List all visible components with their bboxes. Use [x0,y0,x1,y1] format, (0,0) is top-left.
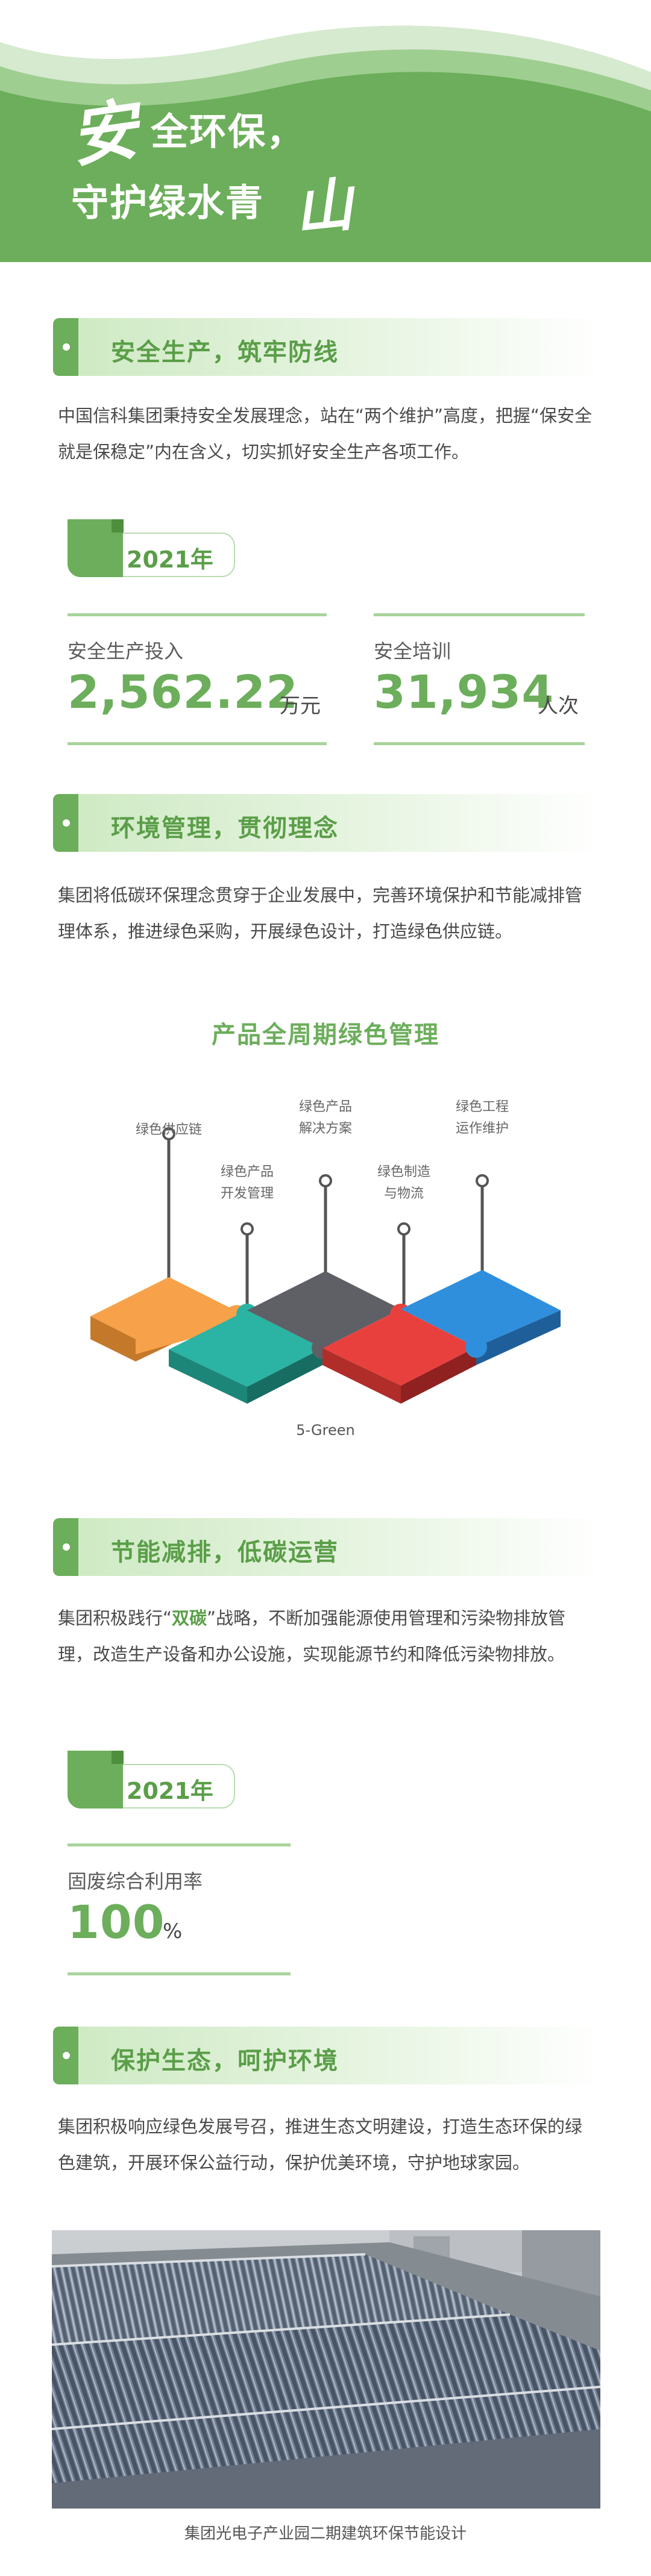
puzzle-piece-red [322,1304,476,1404]
pin-head-manufacturing [397,1222,410,1236]
label-manufacturing-1: 绿色制造 [377,1165,430,1180]
label-product-dev-2: 开发管理 [220,1186,274,1201]
puzzle-infographic [90,1127,561,1404]
year-badge: 2021年 [68,1751,235,1809]
section-heading-safety: 安全生产，筑牢防线 [53,318,603,376]
label-manufacturing-2: 与物流 [383,1186,424,1201]
heading-dot [63,343,70,351]
section-paragraph: 集团将低碳环保理念贯穿于企业发展中，完善环境保护和节能减排管理体系，推进绿色采购… [58,885,583,942]
stat-label: 安全培训 [374,640,451,663]
stat-value: 2,562.22 [68,665,299,719]
year-badge: 2021年 [68,519,235,577]
section-title: 节能减排，低碳运营 [111,1539,339,1566]
section-heading-ecology: 保护生态，呵护环境 [53,2027,603,2084]
section-paragraph: 集团积极践行“双碳”战略，不断加强能源使用管理和污染物排放管理，改造生产设备和办… [58,1608,566,1665]
section-paragraph: 集团积极响应绿色发展号召，推进生态文明建设，打造生态环保的绿色建筑，开展环保公益… [58,2116,583,2173]
puzzle-piece-orange [90,1277,245,1361]
stat-unit: % [163,1919,183,1943]
section-heading-environment: 环境管理，贯彻理念 [53,794,603,852]
label-solutions-2: 解决方案 [298,1121,352,1136]
pin-head-product-dev [241,1222,254,1236]
infographic-caption: 5-Green [296,1422,355,1439]
hero-background [0,0,651,262]
section-title: 安全生产，筑牢防线 [111,339,339,366]
hero-title-line-2: 守护绿水青 [71,181,265,225]
pin-head-solutions [319,1174,332,1187]
section-heading-energy: 节能减排，低碳运营 [53,1518,603,1576]
heading-dot [63,819,70,827]
heading-dot [63,1543,70,1551]
solar-panels-illustration [52,2230,600,2509]
stat-label: 固废综合利用率 [68,1870,203,1893]
stat-safety-investment: 安全生产投入 2,562.22 万元 [68,613,327,746]
photo-caption: 集团光电子产业园二期建筑环保节能设计 [184,2525,467,2543]
label-engineering-2: 运作维护 [455,1121,509,1136]
year-label: 2021年 [127,546,213,573]
hero-title-line-1: 全环保， [151,110,306,154]
label-engineering-1: 绿色工程 [455,1099,509,1114]
calligraphy-shan: 山 [291,170,356,244]
solar-panels-photo [52,2230,600,2509]
calligraphy-an: 安 [65,90,142,177]
hero-banner: 安 全环保， 守护绿水青 山 [0,0,651,262]
highlight-dual-carbon: 双碳 [172,1608,207,1628]
infographic-title: 产品全周期绿色管理 [212,1021,439,1049]
stat-unit: 万元 [280,694,321,718]
section-title: 保护生态，呵护环境 [111,2047,339,2075]
label-product-dev-1: 绿色产品 [220,1165,274,1180]
stat-safety-training: 安全培训 31,934 人次 [374,613,585,746]
stat-solid-waste-utilization: 固废综合利用率 100 % [68,1843,291,1976]
label-solutions-1: 绿色产品 [298,1099,352,1114]
pin-head-supply-chain [162,1127,175,1140]
pin-head-engineering [476,1174,489,1187]
heading-dot [63,2052,70,2059]
stat-value: 31,934 [374,665,555,719]
section-title: 环境管理，贯彻理念 [111,814,339,842]
year-label: 2021年 [127,1778,213,1804]
puzzle-piece-teal [169,1304,322,1404]
label-supply-chain: 绿色供应链 [135,1122,202,1137]
stat-unit: 人次 [538,694,579,718]
stat-label: 安全生产投入 [68,640,184,663]
section-paragraph: 中国信科集团秉持安全发展理念，站在“两个维护”高度，把握“保安全就是保稳定”内在… [58,405,593,462]
puzzle-piece-blue [401,1270,561,1365]
stat-value: 100 [68,1895,165,1949]
